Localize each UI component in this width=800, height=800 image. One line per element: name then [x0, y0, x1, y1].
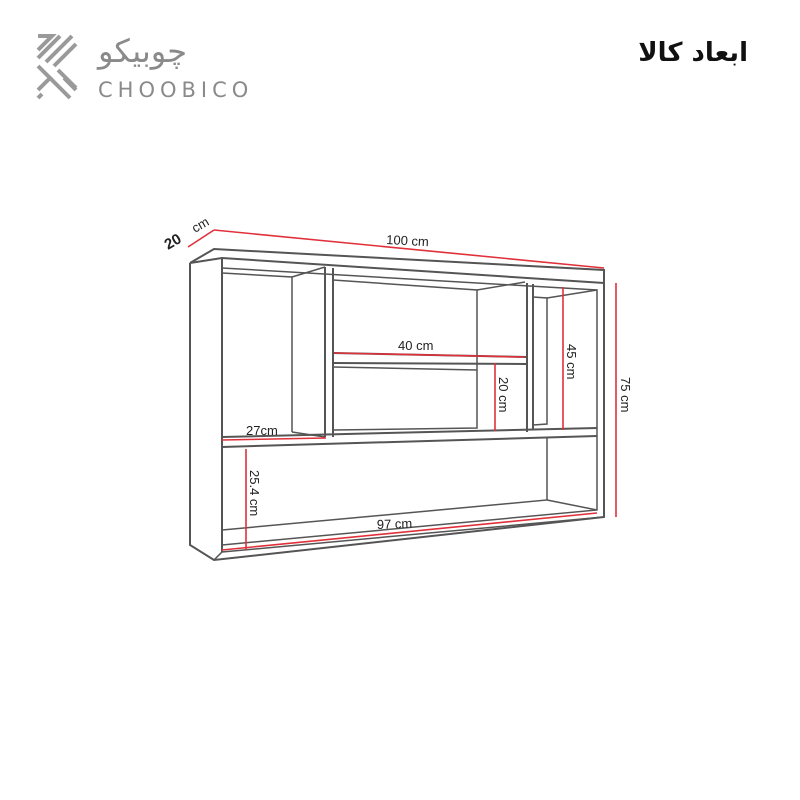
dimension-lines	[187, 229, 617, 551]
left-shelf-line	[221, 437, 327, 441]
brand-logo: چوبیکو CHOOBICO	[36, 32, 266, 104]
height-label: 75 cm	[618, 377, 633, 412]
depth-unit-label: cm	[189, 214, 212, 236]
inner-shelf-line	[333, 352, 526, 358]
logo-text-fa: چوبیکو	[98, 32, 188, 70]
right-compartment-label: 45 cm	[564, 344, 579, 379]
middle-compartment-label: 20 cm	[496, 377, 511, 412]
bottom-width-line	[221, 512, 598, 551]
width-label: 100 cm	[386, 232, 429, 249]
depth-label: 20	[162, 230, 185, 253]
width-line	[213, 229, 605, 269]
page-title: ابعاد کالا	[638, 38, 748, 68]
logo-text-en: CHOOBICO	[98, 78, 254, 102]
shelf-outline	[189, 247, 605, 562]
inner-shelf-label: 40 cm	[398, 338, 433, 353]
depth-line	[187, 229, 215, 248]
bottom-compartment-label: 25.4 cm	[247, 470, 262, 516]
bottom-width-label: 97 cm	[377, 516, 413, 532]
left-shelf-label: 27cm	[246, 423, 278, 438]
logo-mark-icon	[36, 34, 78, 100]
